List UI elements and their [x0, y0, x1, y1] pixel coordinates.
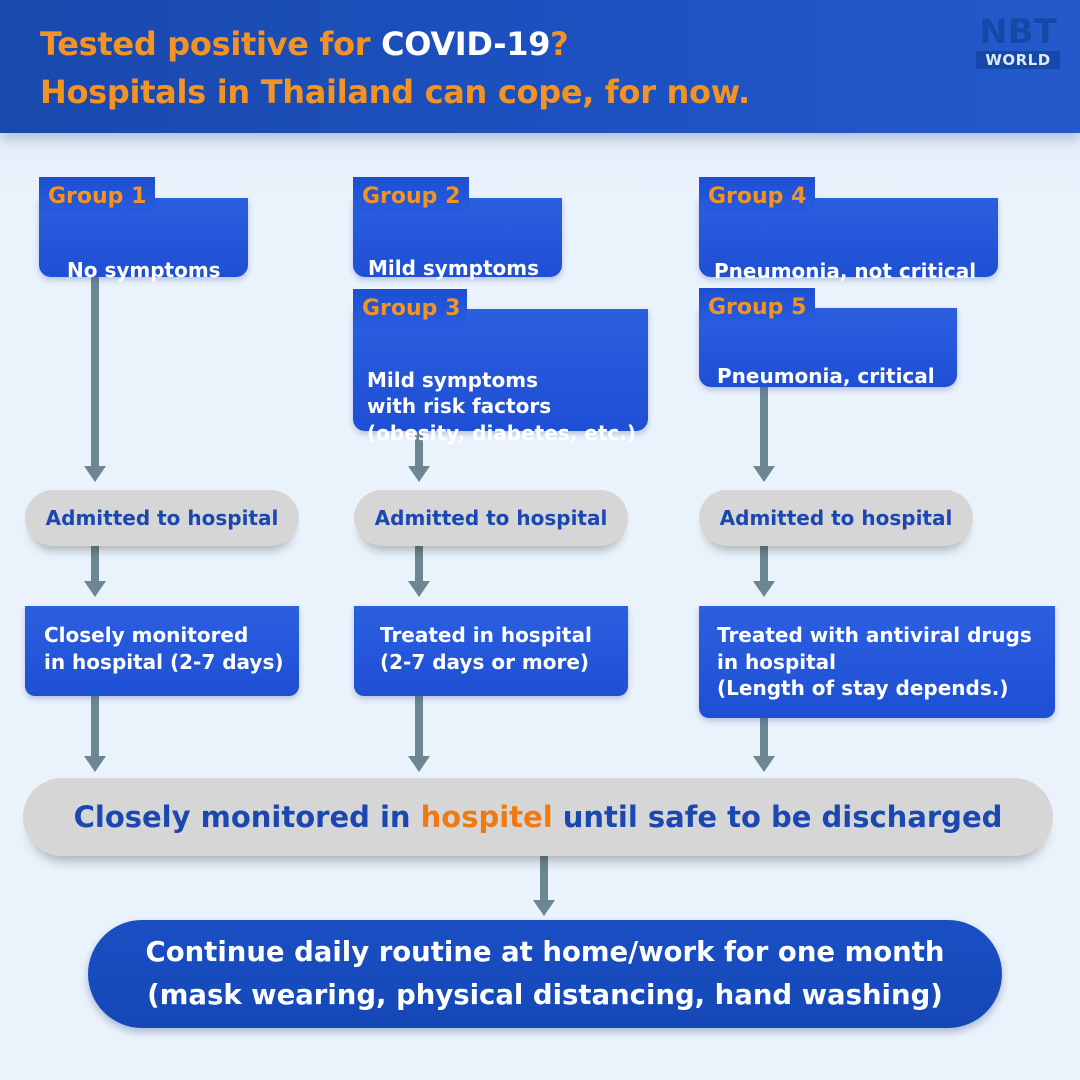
- logo-world-text: WORLD: [976, 51, 1060, 69]
- group-4-tab: Group 4: [699, 177, 815, 217]
- title-text: Tested positive for: [40, 25, 382, 63]
- arrow-col1-to-monitoring: [84, 696, 106, 772]
- group-5-box: Pneumonia, critical: [699, 308, 957, 388]
- group-1-tab: Group 1: [39, 177, 155, 217]
- arrow-col3-admitted-to-treatment: [753, 546, 775, 597]
- group-3-tab: Group 3: [353, 289, 467, 329]
- logo-nbt-text: NBT: [979, 12, 1057, 52]
- header-banner: Tested positive for COVID-19? Hospitals …: [0, 0, 1080, 133]
- admitted-pill-col2: Admitted to hospital: [354, 490, 628, 546]
- title-highlight: COVID-19: [381, 25, 551, 63]
- treatment-box-col2: Treated in hospital (2-7 days or more): [354, 606, 628, 696]
- treatment-box-col1: Closely monitored in hospital (2-7 days): [25, 606, 299, 696]
- arrow-col2-admitted-to-treatment: [408, 546, 430, 597]
- group-2-tab: Group 2: [353, 177, 469, 217]
- admitted-pill-col1: Admitted to hospital: [25, 490, 299, 546]
- group-1-description: No symptoms: [67, 258, 221, 282]
- monitoring-text-end: until safe to be discharged: [552, 800, 1003, 834]
- arrow-monitoring-to-final: [533, 856, 555, 916]
- treatment-box-col3: Treated with antiviral drugs in hospital…: [699, 606, 1055, 718]
- group-5-tab: Group 5: [699, 288, 815, 328]
- page-title: Tested positive for COVID-19?: [40, 25, 569, 63]
- arrow-col2-to-monitoring: [408, 696, 430, 772]
- admitted-pill-col3: Admitted to hospital: [699, 490, 973, 546]
- group-3-box: Mild symptoms with risk factors (obesity…: [353, 309, 648, 445]
- group-5-description: Pneumonia, critical: [717, 364, 935, 388]
- group-2-box: Mild symptoms: [353, 198, 562, 280]
- arrow-col1-admitted-to-treatment: [84, 546, 106, 597]
- nbt-world-logo: NBT WORLD: [974, 14, 1062, 70]
- page-subtitle: Hospitals in Thailand can cope, for now.: [40, 73, 750, 111]
- group-4-description: Pneumonia, not critical: [714, 259, 977, 283]
- final-instruction-box: Continue daily routine at home/work for …: [88, 920, 1002, 1028]
- hospitel-highlight: hospitel: [420, 800, 553, 834]
- title-question-mark: ?: [550, 25, 569, 63]
- arrow-group5-to-admitted: [753, 387, 775, 482]
- hospitel-monitoring-pill: Closely monitored in hospitel until safe…: [23, 778, 1053, 856]
- group-2-description: Mild symptoms: [368, 256, 540, 280]
- arrow-group1-to-admitted: [84, 277, 106, 482]
- arrow-col3-to-monitoring: [753, 718, 775, 772]
- group-3-description: Mild symptoms with risk factors (obesity…: [367, 367, 636, 445]
- monitoring-text-start: Closely monitored in: [73, 800, 421, 834]
